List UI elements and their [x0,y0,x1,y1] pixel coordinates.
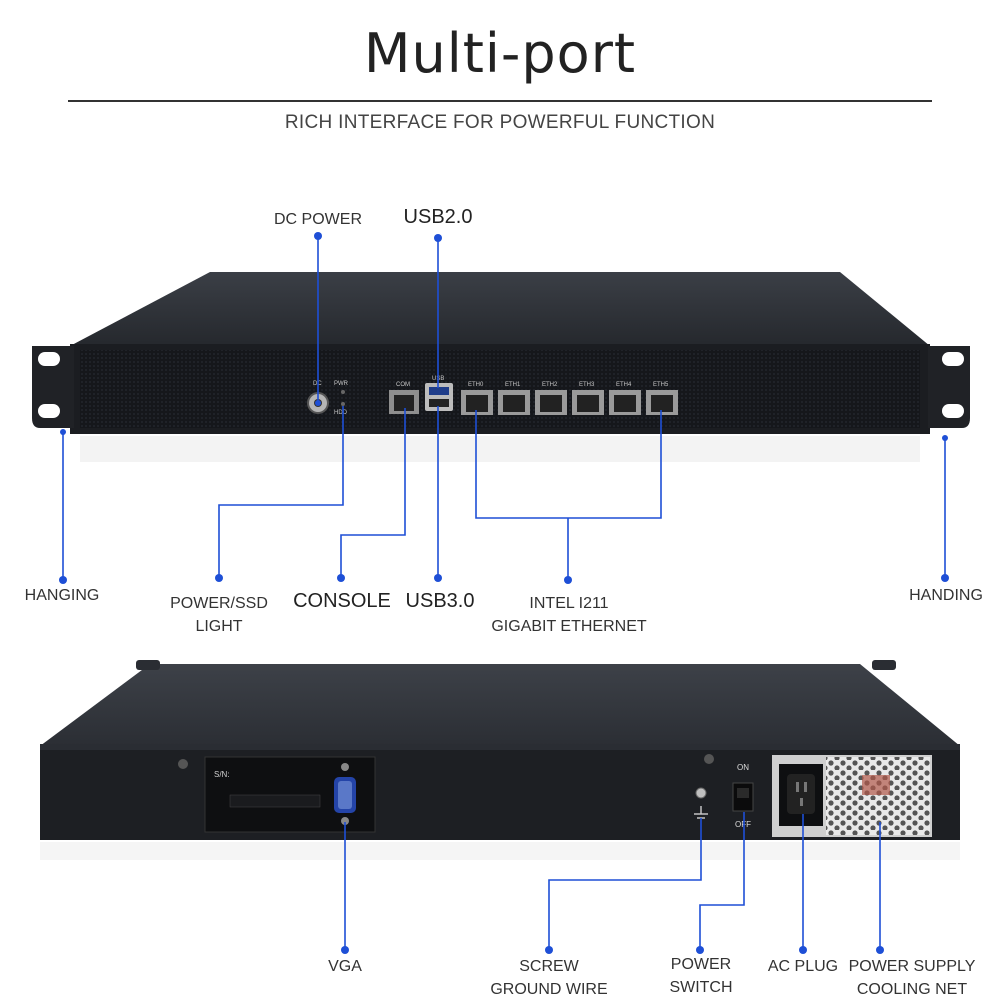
power-switch-label: POWER SWITCH [656,953,746,999]
screw-line-1: SCREW [519,958,579,975]
ethernet-line-2: GIGABIT ETHERNET [491,618,647,635]
title-divider [68,100,932,102]
eth4-mark: ETH4 [616,382,632,388]
hdd-mark: HDD [334,410,348,416]
rear-callout-dots [341,946,884,954]
vga-port [334,763,356,825]
psu-module [772,755,932,837]
rear-rack-ears [136,660,896,670]
usb-ports [425,383,453,411]
page-title: Multi-port [363,22,637,85]
front-chassis [70,272,930,462]
power-ssd-light-label: POWER/SSD LIGHT [159,592,279,638]
eth5-mark: ETH5 [653,382,669,388]
screw-line-2: GROUND WIRE [490,981,608,998]
dc-power-label: DC POWER [274,211,362,228]
switch-off-mark: OFF [735,820,751,829]
front-callout-lines [62,236,946,580]
psu-line-2: COOLING NET [856,981,968,998]
eth3-mark: ETH3 [579,382,595,388]
front-callout-dots [59,232,949,584]
rear-callout-lines [344,812,881,950]
pwr-mark: PWR [334,381,349,387]
console-label: CONSOLE [293,590,391,612]
eth0-mark: ETH0 [468,382,484,388]
psu-line-1: POWER SUPPLY [848,958,976,975]
serial-number-mark: S/N: [214,770,230,779]
power-rocker-switch: ON OFF [732,763,754,829]
ac-plug-label: AC PLUG [767,958,839,975]
usb3-label: USB3.0 [405,590,475,612]
power-ssd-line-2: LIGHT [195,618,243,635]
ethernet-ports [461,390,678,415]
ground-screw [694,787,708,819]
status-leds [341,390,345,406]
rear-screw-left [178,759,188,769]
switch-line-2: SWITCH [669,979,733,996]
ethernet-label: INTEL I211 GIGABIT ETHERNET [488,592,650,638]
eth2-mark: ETH2 [542,382,558,388]
com-port-mark: COM [396,382,410,388]
psu-cooling-label: POWER SUPPLY COOLING NET [842,955,982,1001]
hanging-left-label: HANGING [24,587,100,604]
front-rack-ear-left [32,346,74,428]
power-ssd-line-1: POWER/SSD [170,595,268,612]
usb2-label: USB2.0 [403,206,473,228]
screw-ground-label: SCREW GROUND WIRE [480,955,618,1001]
switch-line-1: POWER [670,956,732,973]
page-subtitle: RICH INTERFACE FOR POWERFUL FUNCTION [284,112,716,133]
vga-label: VGA [328,958,362,975]
console-port [389,390,419,414]
front-rack-ear-right [928,346,970,428]
eth1-mark: ETH1 [505,382,521,388]
ethernet-line-1: INTEL I211 [529,595,609,612]
rear-reflection [40,842,960,860]
switch-on-mark: ON [737,763,749,772]
handing-right-label: HANDING [909,587,983,604]
rear-screw-top [704,754,714,764]
